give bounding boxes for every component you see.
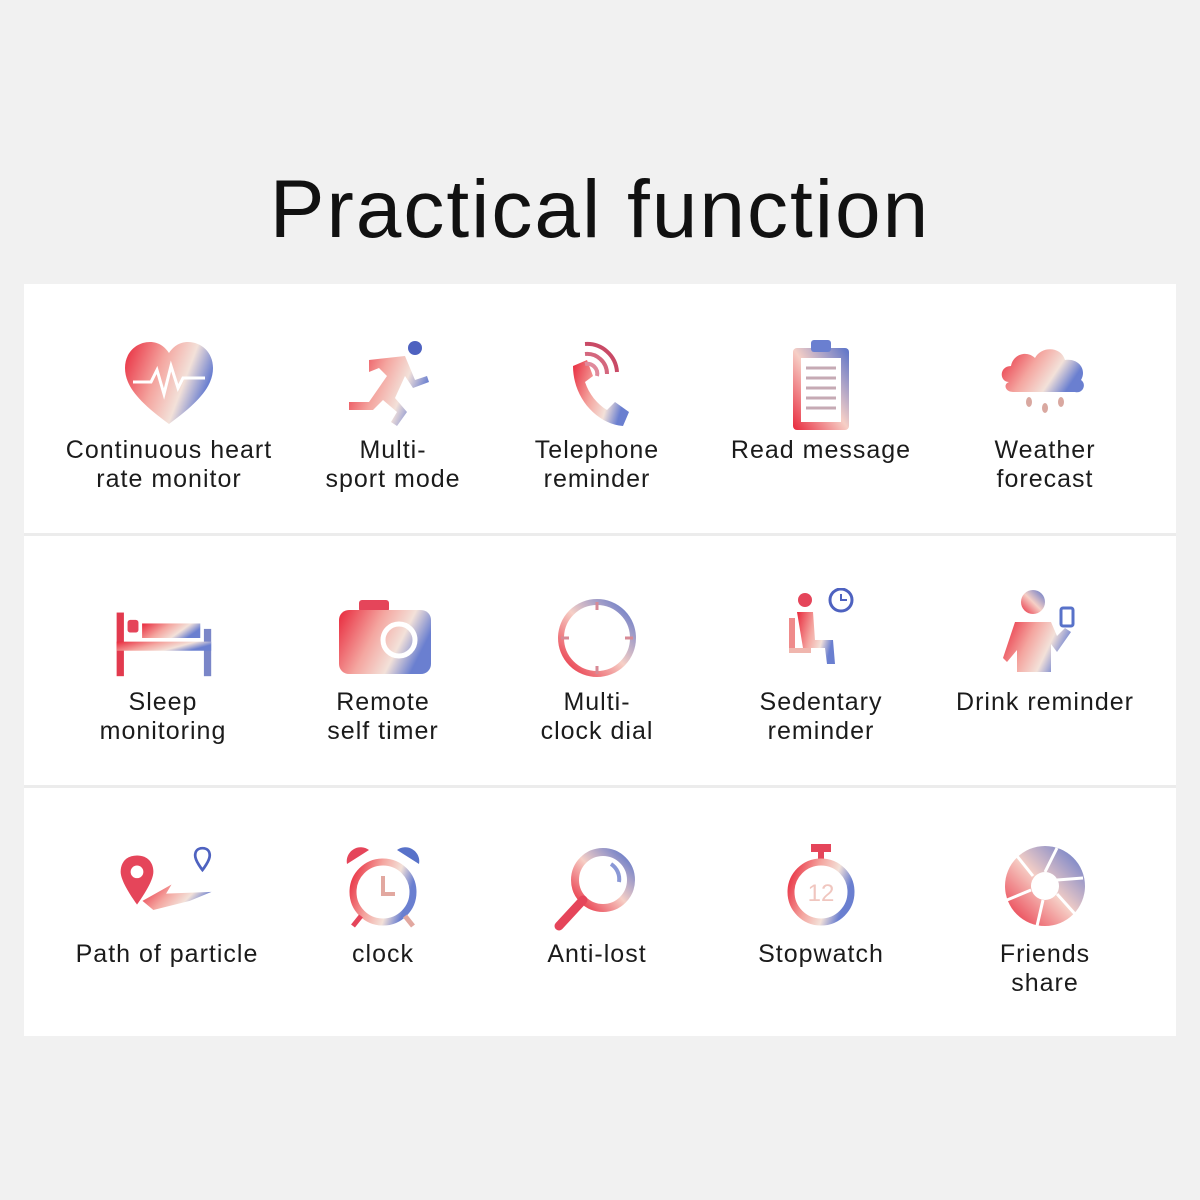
feature-anti-lost: Anti-lost: [482, 788, 712, 1036]
divider: [24, 785, 1176, 788]
location-path-icon: [117, 840, 217, 940]
feature-label: Path of particle: [75, 940, 259, 968]
feature-stopwatch: 12 Stopwatch: [706, 788, 936, 1036]
alarm-clock-icon: [333, 840, 433, 940]
feature-multi-sport: Multi- sport mode: [278, 284, 508, 532]
rain-cloud-icon: [995, 336, 1095, 436]
feature-label: Multi- sport mode: [325, 436, 461, 493]
feature-label: Stopwatch: [758, 940, 884, 968]
feature-label: Continuous heart rate monitor: [65, 436, 273, 493]
feature-drink: Drink reminder: [930, 536, 1160, 784]
heart-rate-icon: [119, 336, 219, 436]
feature-label: Sleep monitoring: [99, 688, 227, 745]
magnifier-icon: [547, 840, 647, 940]
camera-icon: [333, 588, 433, 688]
feature-clock: clock: [268, 788, 498, 1036]
feature-label: Friends share: [999, 940, 1091, 997]
feature-clock-dial: Multi- clock dial: [482, 536, 712, 784]
bed-icon: [113, 588, 213, 688]
feature-telephone: Telephone reminder: [482, 284, 712, 532]
feature-label: Remote self timer: [327, 688, 439, 745]
stopwatch-icon: 12: [771, 840, 871, 940]
feature-label: clock: [352, 940, 414, 968]
runner-icon: [343, 336, 443, 436]
feature-label: Anti-lost: [547, 940, 647, 968]
feature-remote-timer: Remote self timer: [268, 536, 498, 784]
features-panel: Continuous heart rate monitor Multi- spo…: [24, 284, 1176, 1036]
feature-label: Multi- clock dial: [540, 688, 654, 745]
sitting-person-icon: [771, 588, 871, 688]
feature-weather: Weather forecast: [930, 284, 1160, 532]
feature-row: Continuous heart rate monitor Multi- spo…: [24, 284, 1176, 532]
feature-sleep: Sleep monitoring: [48, 536, 278, 784]
page-title: Practical function: [269, 164, 931, 255]
feature-path: Path of particle: [52, 788, 282, 1036]
feature-sedentary: Sedentary reminder: [706, 536, 936, 784]
feature-heart-rate: Continuous heart rate monitor: [54, 284, 284, 532]
feature-label: Telephone reminder: [534, 436, 660, 493]
feature-label: Read message: [730, 436, 912, 464]
feature-label: Weather forecast: [994, 436, 1096, 493]
drinking-person-icon: [995, 588, 1095, 688]
feature-read-message: Read message: [706, 284, 936, 532]
feature-friends-share: Friends share: [930, 788, 1160, 1036]
clipboard-icon: [771, 336, 871, 436]
feature-label: Sedentary reminder: [759, 688, 883, 745]
clock-dial-icon: [547, 588, 647, 688]
telephone-icon: [547, 336, 647, 436]
feature-row: Path of particle clock: [24, 788, 1176, 1036]
shutter-icon: [995, 840, 1095, 940]
feature-label: Drink reminder: [956, 688, 1134, 716]
stopwatch-number: 12: [808, 880, 835, 907]
divider: [24, 533, 1176, 536]
feature-row: Sleep monitoring Remote self timer: [24, 536, 1176, 784]
